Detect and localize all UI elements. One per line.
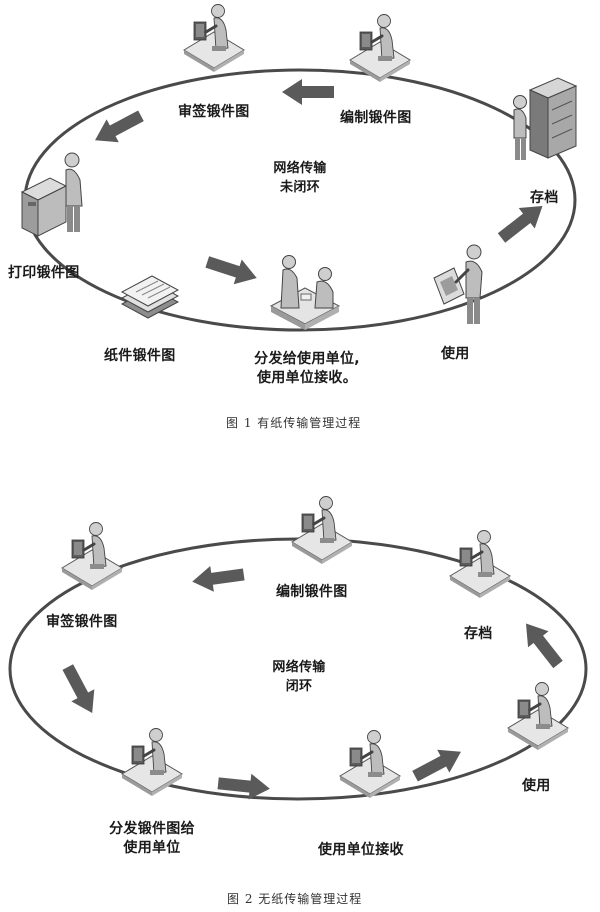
- fig2-center-line1: 网络传输: [272, 660, 326, 675]
- arrow-edit-to-review-icon: [190, 561, 246, 595]
- fig2-center-line2: 闭环: [285, 679, 313, 694]
- figure1-caption: 图 1 有纸传输管理过程: [226, 416, 362, 430]
- fig1-label-review: 审签锻件图: [178, 104, 250, 120]
- fig1-distribute-line2: 使用单位接收。: [256, 370, 358, 386]
- fig1-center-label: 网络传输 未闭环: [265, 159, 335, 197]
- arrow-paper-to-distribute-icon: [203, 249, 261, 291]
- fig2-label-receive: 使用单位接收: [318, 842, 404, 858]
- printer-station-icon: [20, 152, 83, 237]
- review-workstation-icon: [182, 3, 246, 74]
- fig1-label-paper: 纸件锻件图: [104, 348, 176, 364]
- fig2-label-archive: 存档: [464, 626, 493, 642]
- review-workstation-icon: [60, 521, 124, 592]
- arrow-use-to-archive-icon: [515, 615, 569, 673]
- fig1-distribute-line1: 分发给使用单位,: [254, 351, 360, 367]
- fig2-label-edit: 编制锻件图: [276, 584, 348, 600]
- edit-workstation-icon: [290, 495, 354, 566]
- figure2-caption: 图 2 无纸传输管理过程: [227, 892, 363, 906]
- fig1-label-edit: 编制锻件图: [340, 110, 412, 126]
- fig1-label-use: 使用: [441, 346, 470, 362]
- arrow-review-to-distribute-icon: [56, 660, 104, 720]
- fig2-label-distribute: 分发锻件图给 使用单位: [92, 820, 212, 858]
- distribute-workstation-icon: [269, 255, 341, 330]
- archive-workstation-icon: [448, 529, 512, 600]
- fig1-label-print: 打印锻件图: [8, 265, 80, 281]
- fig1-center-line2: 未闭环: [280, 180, 320, 195]
- fig2-label-review: 审签锻件图: [46, 614, 118, 630]
- receive-workstation-icon: [338, 729, 402, 800]
- fig2-label-use: 使用: [522, 778, 551, 794]
- fig2-distribute-line2: 使用单位: [123, 840, 181, 856]
- fig1-label-archive: 存档: [530, 190, 559, 206]
- arrow-receive-to-use-icon: [408, 740, 468, 788]
- fig1-center-line1: 网络传输: [273, 161, 327, 176]
- figure1-diagram: [20, 3, 578, 332]
- archive-cabinet-icon: [513, 77, 578, 160]
- fig2-center-label: 网络传输 闭环: [264, 658, 334, 696]
- fig2-distribute-line1: 分发锻件图给: [109, 821, 195, 837]
- handheld-reader-person-icon: [433, 244, 483, 324]
- figure2-diagram: [8, 495, 588, 802]
- fig1-label-distribute: 分发给使用单位, 使用单位接收。: [232, 350, 382, 388]
- arrow-edit-to-review-icon: [282, 79, 334, 105]
- paper-stack-icon: [120, 275, 180, 319]
- use-workstation-icon: [506, 681, 570, 752]
